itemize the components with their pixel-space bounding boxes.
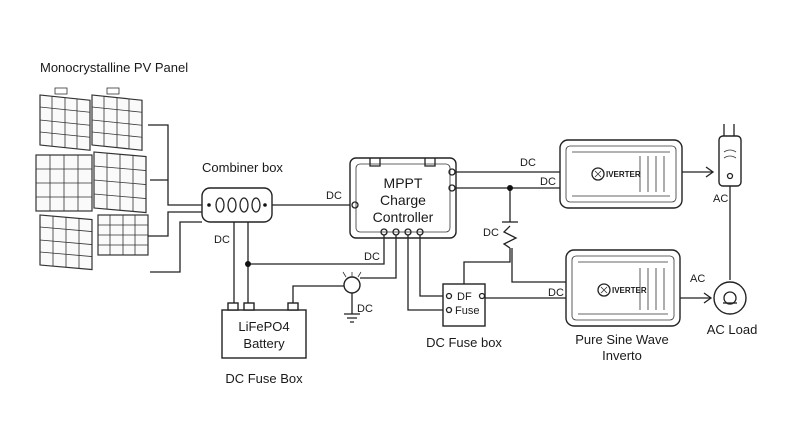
pv-panel-2 <box>91 94 143 151</box>
combiner-box-title: Combiner box <box>202 160 283 175</box>
arrow-to-plug-icon <box>705 166 715 178</box>
controller-label-line3: Controller <box>373 209 434 225</box>
combiner-fuses <box>207 197 267 213</box>
mppt-charge-controller: MPPT Charge Controller <box>349 157 457 239</box>
battery-label-line2: Battery <box>243 336 285 351</box>
label-dc-combiner-down: DC <box>214 234 230 246</box>
wire-controller-meter <box>360 235 397 279</box>
wire-controller-bus <box>250 235 385 265</box>
inverter-bottom: IVERTER <box>565 249 681 327</box>
pv-wire-top <box>148 124 202 206</box>
wire-fuse-breaker <box>463 248 511 284</box>
inverter-bottom-brand: IVERTER <box>612 286 647 295</box>
battery-caption: DC Fuse Box <box>225 371 303 386</box>
inverter-caption-line1: Pure Sine Wave <box>575 332 668 347</box>
pv-panel-3 <box>35 154 93 212</box>
dc-fuse-box: DF Fuse <box>442 283 486 327</box>
dc-breaker <box>502 188 566 283</box>
combiner-box <box>201 187 273 223</box>
panel-2-junction <box>106 87 120 95</box>
panel-1-junction <box>54 87 68 95</box>
fuse-label-fuse: Fuse <box>455 305 479 317</box>
pv-panel-array <box>35 87 149 271</box>
inverter-top: IVERTER <box>559 139 683 209</box>
label-ac-inv2: AC <box>690 273 705 285</box>
wire-battery-meter <box>292 285 345 303</box>
pv-panel-6 <box>97 214 149 256</box>
junction-dot-breaker <box>507 185 513 191</box>
label-dc-ground: DC <box>357 303 373 315</box>
pv-wire-bottom <box>150 221 202 273</box>
wire-controller-fuse-1 <box>407 235 445 311</box>
inverter-caption-line2: Inverto <box>602 348 642 363</box>
fuse-label-df: DF <box>457 291 472 303</box>
pv-panel-5 <box>39 214 93 271</box>
label-dc-inv2: DC <box>548 287 564 299</box>
pv-wire-lower <box>148 211 202 237</box>
label-ac-plug: AC <box>713 193 728 205</box>
ac-load-icon <box>713 281 747 315</box>
dc-fuse-box-caption: DC Fuse box <box>426 335 502 350</box>
label-dc-breaker: DC <box>483 227 499 239</box>
ac-plug-icon <box>718 124 742 187</box>
ground-icon <box>344 313 360 323</box>
label-dc-inv1-b: DC <box>540 176 556 188</box>
ac-load-label: AC Load <box>707 322 758 337</box>
wire-controller-fuse-2 <box>419 235 445 297</box>
label-dc-combiner-out: DC <box>326 190 342 202</box>
arrow-to-load-icon <box>703 292 713 304</box>
junction-dot-battery <box>245 261 251 267</box>
pv-panel-4 <box>93 151 147 214</box>
pv-panel-1 <box>39 94 91 151</box>
controller-label-line2: Charge <box>380 192 426 208</box>
lifepo4-battery: LiFePO4 Battery <box>221 302 307 359</box>
label-dc-inv1-a: DC <box>520 157 536 169</box>
pv-panel-title: Monocrystalline PV Panel <box>40 60 188 75</box>
inverter-top-brand: IVERTER <box>606 170 641 179</box>
battery-label-line1: LiFePO4 <box>238 319 289 334</box>
controller-label-line1: MPPT <box>384 175 423 191</box>
label-dc-controller-bottom: DC <box>364 251 380 263</box>
dc-meter <box>342 271 362 314</box>
